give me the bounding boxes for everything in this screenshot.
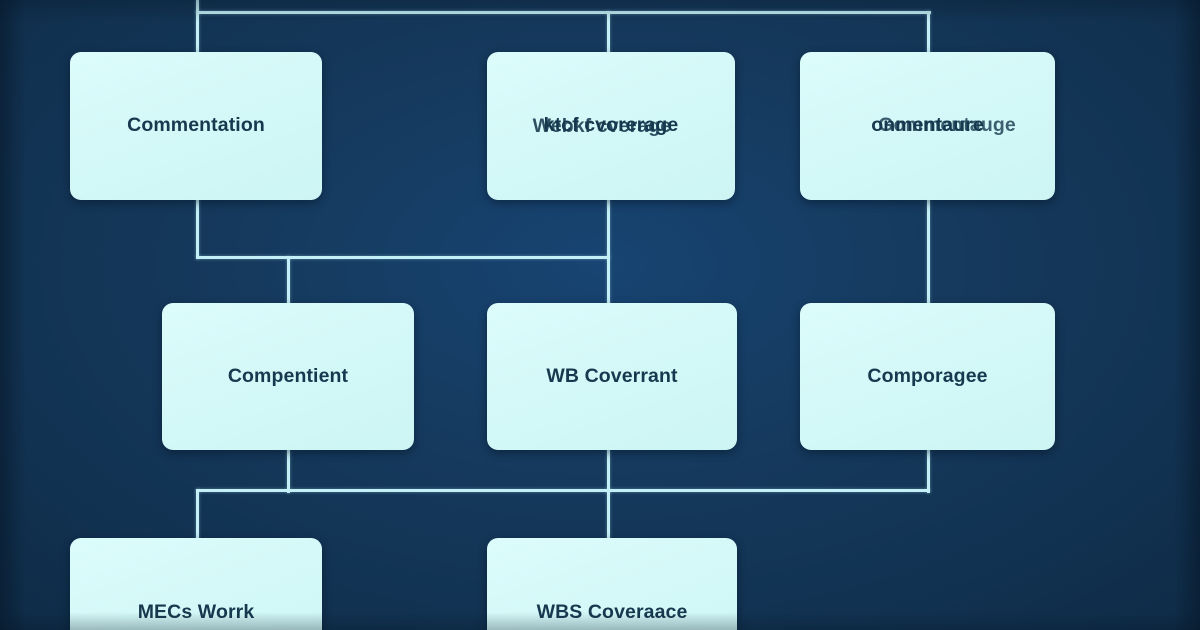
connector-c-mid-riser-3 [927, 199, 930, 304]
connector-c-bot-riser-1 [287, 449, 290, 493]
connector-c-top-drop-1 [196, 11, 199, 55]
connector-c-top-drop-2 [607, 11, 610, 55]
connector-c-mid-riser-1 [196, 199, 199, 259]
node-n5[interactable]: WB Coverrant [487, 303, 737, 450]
node-n8[interactable]: WBS Coveraace [487, 538, 737, 630]
node-label: WB Coverrant [546, 364, 678, 387]
connector-c-mid-bus [196, 256, 610, 259]
node-label: onmentaure [871, 114, 1015, 136]
connector-c-bot-drop-2 [607, 489, 610, 541]
connector-c-bot-riser-3 [927, 449, 930, 493]
node-n2[interactable]: ktcf cvorerage [487, 52, 735, 200]
connector-c-bot-riser-2 [607, 449, 610, 493]
node-label: WBS Coveraace [536, 601, 688, 624]
node-label: Commentation [127, 114, 265, 137]
node-n4[interactable]: Compentient [162, 303, 414, 450]
node-label: ktcf cvorerage [533, 114, 679, 137]
node-n1[interactable]: Commentation [70, 52, 322, 200]
connector-c-top-drop-3 [927, 11, 930, 55]
node-label: Comporagee [867, 364, 988, 387]
connector-c-bot-bus [196, 489, 930, 492]
node-n3[interactable]: onmentaure [800, 52, 1055, 200]
node-n6[interactable]: Comporagee [800, 303, 1055, 450]
connector-c-mid-drop-1 [287, 256, 290, 306]
connector-c-top-bus [197, 11, 931, 14]
connector-c-bot-drop-1 [196, 489, 199, 541]
node-label: Compentient [227, 364, 349, 387]
node-label: MECs Worrk [137, 601, 255, 624]
node-n7[interactable]: MECs Worrk [70, 538, 322, 630]
